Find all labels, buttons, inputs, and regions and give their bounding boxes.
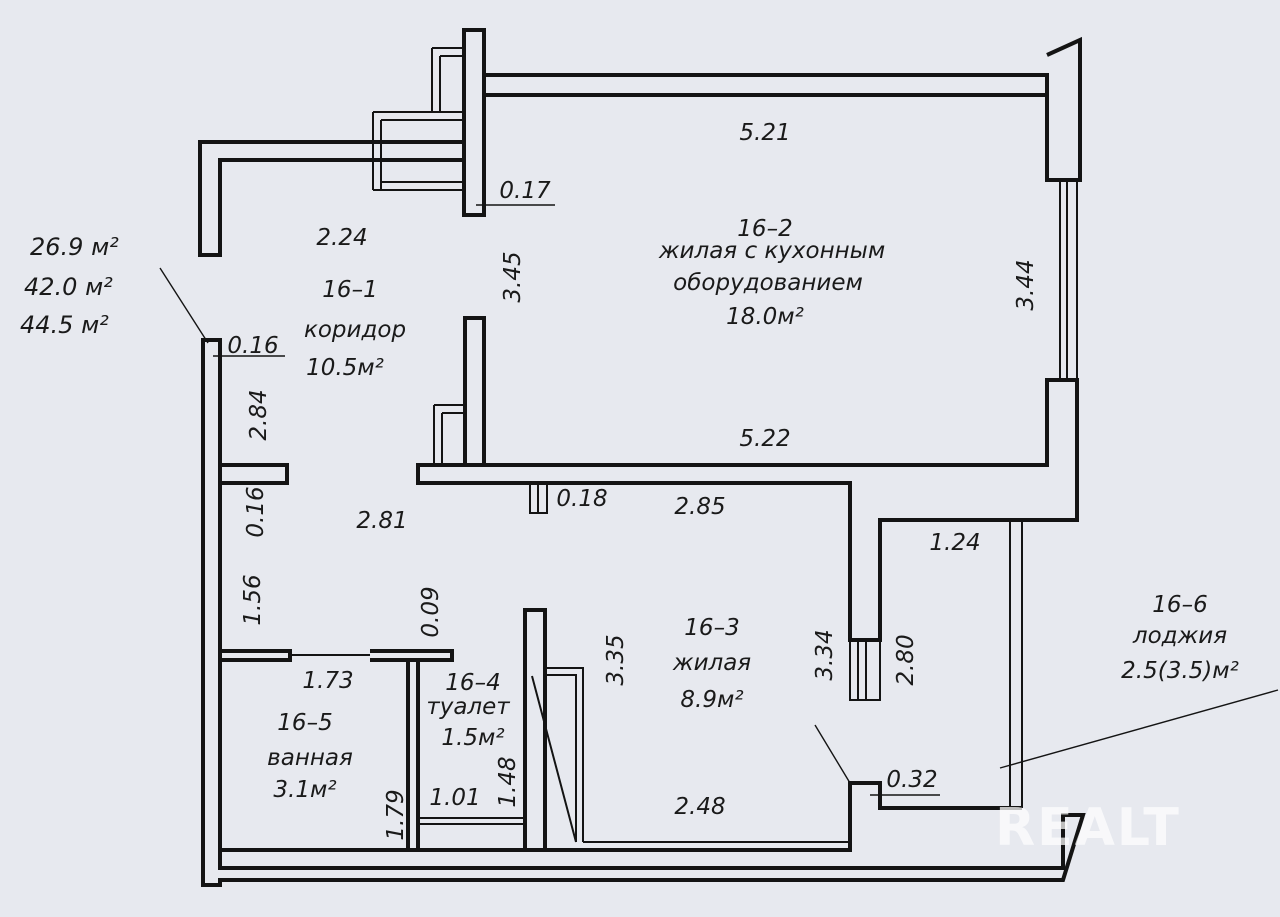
walls — [198, 28, 1086, 887]
vent-shaft-mid — [433, 404, 465, 465]
bathroom-id: 16–5 — [277, 710, 332, 736]
leader-loggia — [999, 689, 1279, 769]
leader-lines — [159, 204, 1279, 796]
room-kitchen-label: 16–2 жилая с кухонным оборудованием 18.0… — [658, 216, 885, 330]
dim-2-80: 2.80 — [893, 634, 919, 685]
dim-0-09: 0.09 — [418, 586, 444, 637]
dim-2-84: 2.84 — [246, 389, 272, 440]
wall-bottom-inner — [220, 781, 1022, 852]
dim-3-35: 3.35 — [603, 634, 629, 685]
dim-2-48: 2.48 — [674, 794, 725, 820]
wall-top-outer — [462, 28, 1049, 217]
wall-right-upper — [1045, 36, 1082, 182]
bedroom-area: 8.9м² — [680, 687, 743, 713]
bedroom-id: 16–3 — [684, 615, 739, 641]
corridor-name: коридор — [304, 317, 406, 343]
total-with-loggia: 44.5 м² — [20, 311, 109, 339]
wall-toilet-bedroom — [523, 608, 547, 852]
leader-totals — [159, 267, 209, 344]
wall-bathroom-top — [220, 649, 292, 662]
total-living-area: 26.9 м² — [30, 233, 119, 261]
room-corridor-label: 16–1 коридор 10.5м² — [304, 277, 406, 381]
dim-1-73: 1.73 — [302, 668, 353, 694]
vent-bedroom-right — [849, 639, 881, 701]
dim-1-79: 1.79 — [383, 789, 409, 840]
kitchen-name-2: оборудованием — [673, 270, 863, 296]
wall-bath-toilet — [406, 658, 420, 852]
loggia-id: 16–6 — [1152, 592, 1207, 618]
kitchen-name-1: жилая с кухонным — [658, 238, 885, 264]
vent-shaft-top — [372, 47, 464, 191]
vent-0-18 — [529, 483, 548, 514]
dimensions: 5.21 0.17 2.24 3.45 3.44 0.16 2.84 5.22 … — [227, 120, 1039, 841]
dim-1-01: 1.01 — [429, 785, 480, 811]
shaft-bedroom — [531, 667, 584, 843]
dim-2-24: 2.24 — [316, 225, 367, 251]
dim-5-22: 5.22 — [739, 426, 790, 452]
room-toilet-label: 16–4 туалет 1.5м² — [426, 670, 510, 751]
dim-1-56: 1.56 — [240, 574, 266, 625]
wall-left — [201, 338, 1086, 887]
wall-right-lower — [416, 378, 1079, 642]
dim-0-17: 0.17 — [499, 178, 551, 204]
corridor-area: 10.5м² — [306, 355, 384, 381]
toilet-name: туалет — [426, 694, 510, 720]
watermark-logo: REALT — [995, 798, 1181, 858]
dim-0-16-top: 0.16 — [227, 333, 278, 359]
dim-0-16-side: 0.16 — [243, 486, 269, 537]
bathroom-name: ванная — [267, 745, 353, 771]
dim-3-45: 3.45 — [500, 251, 526, 302]
dim-2-85: 2.85 — [674, 494, 725, 520]
leader-bedroom — [814, 724, 851, 784]
room-loggia-label: 16–6 лоджия 2.5(3.5)м² — [1121, 592, 1239, 684]
kitchen-id: 16–2 — [737, 216, 792, 242]
room-bathroom-label: 16–5 ванная 3.1м² — [267, 710, 353, 803]
dim-3-44: 3.44 — [1013, 259, 1039, 310]
loggia-glazing — [1009, 520, 1023, 808]
total-area: 42.0 м² — [24, 273, 113, 301]
dim-1-48: 1.48 — [495, 756, 521, 807]
window-right — [1047, 179, 1078, 381]
area-totals: 26.9 м² 42.0 м² 44.5 м² — [20, 233, 119, 339]
bathroom-area: 3.1м² — [273, 777, 336, 803]
dim-1-24: 1.24 — [929, 530, 980, 556]
dim-0-32: 0.32 — [886, 767, 937, 793]
room-bedroom-label: 16–3 жилая 8.9м² — [672, 615, 751, 713]
toilet-area: 1.5м² — [441, 725, 504, 751]
bath-bottom-line — [418, 817, 850, 843]
dim-2-81: 2.81 — [356, 508, 407, 534]
loggia-name: лоджия — [1132, 623, 1227, 649]
wall-corridor-top — [198, 140, 466, 257]
wall-partition-corridor — [463, 316, 486, 467]
corridor-id: 16–1 — [322, 277, 377, 303]
dim-3-34: 3.34 — [812, 629, 838, 680]
bedroom-name: жилая — [672, 650, 751, 676]
wall-corridor-stub — [220, 463, 289, 485]
dim-5-21: 5.21 — [739, 120, 790, 146]
dim-0-18: 0.18 — [556, 486, 607, 512]
toilet-id: 16–4 — [445, 670, 500, 696]
loggia-area: 2.5(3.5)м² — [1121, 658, 1239, 684]
kitchen-area: 18.0м² — [726, 304, 804, 330]
